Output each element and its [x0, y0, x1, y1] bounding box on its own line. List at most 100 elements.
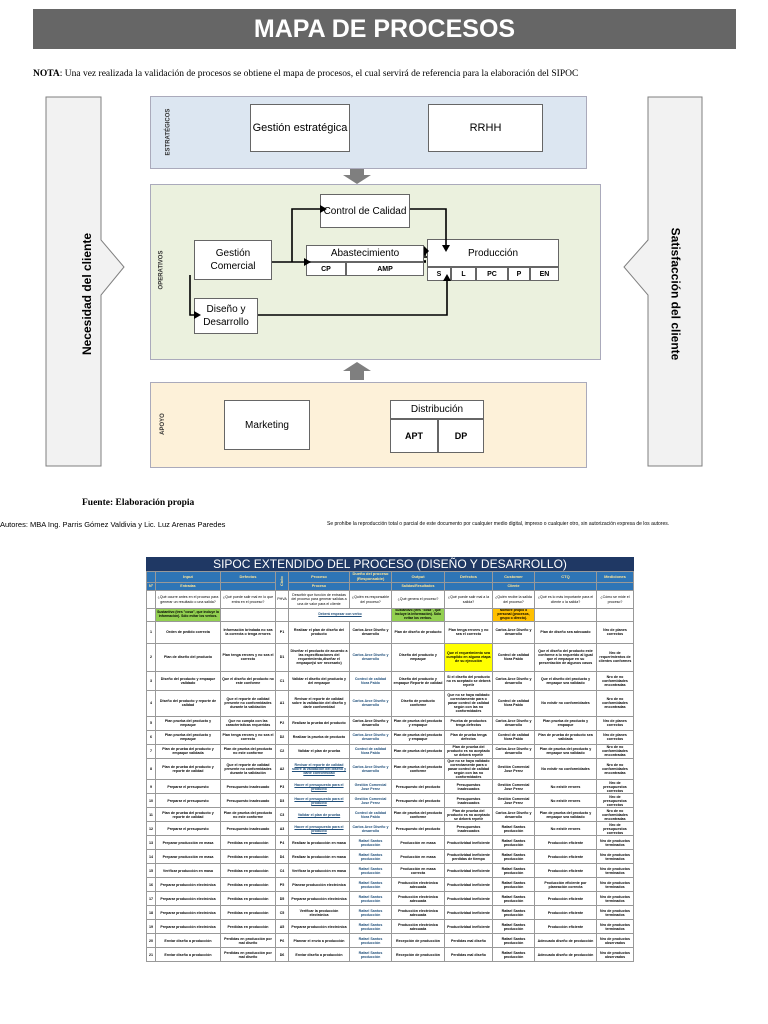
table-cell: Que el diseño del producto y empaque sea… [534, 670, 597, 691]
table-cell: Rafael Santos producción [349, 919, 392, 935]
table-cell: 7 [146, 743, 156, 759]
question-cell: Describir que función de entradas del pr… [288, 590, 350, 609]
table-cell: Plan de prueba del producto [391, 743, 445, 759]
table-cell: Carlos Arce Diseño y desarrollo [492, 715, 535, 731]
table-cell: Carlos Arce Diseño y desarrollo [349, 715, 392, 731]
table-cell: Planear producción electrónica [288, 877, 350, 893]
table-cell: Rafael Santos producción [492, 905, 535, 921]
sipoc-question-row: ¿Qué ocurre antes en el proceso para gen… [146, 590, 634, 609]
table-cell: Enviar diseño a producción [155, 933, 221, 949]
table-cell: D1 [275, 642, 289, 672]
table-cell: Plan de prueba del producto y empaque [391, 729, 445, 745]
header-cell: Ciclo [275, 571, 289, 591]
prod-cell-pc: PC [476, 267, 508, 281]
table-cell: Carlos Arce Diseño y desarrollo [492, 670, 535, 691]
table-cell: Nro de planes correctos [596, 715, 634, 731]
table-cell: Productividad ineficiente [444, 919, 493, 935]
up-arrow-icon [343, 362, 371, 380]
table-cell: Rafael Santos producción [349, 905, 392, 921]
left-arrow [44, 95, 134, 468]
table-cell: Perdidas en producción por mal diseño [220, 933, 276, 949]
table-cell: D2 [275, 729, 289, 745]
note-label: NOTA [33, 69, 60, 79]
table-cell: Información brindada no sea la correcta … [220, 620, 276, 644]
rights-notice: Se prohíbe la reproducción total o parci… [327, 521, 670, 527]
table-cell: Planear el envío a producción [288, 933, 350, 949]
table-cell: Realizar la prueba de producto [288, 729, 350, 745]
table-cell: Producción eficiente [534, 835, 597, 851]
table-cell: Adecuado diseño de producción [534, 947, 597, 963]
table-cell: Producción en masa [391, 835, 445, 851]
table-cell: Rafael Santos producción [492, 849, 535, 865]
table-cell: 18 [146, 905, 156, 921]
table-cell: Nro de requerimientos de clientes confor… [596, 642, 634, 672]
table-cell: P4 [275, 835, 289, 851]
table-cell: Rafael Santos producción [349, 877, 392, 893]
subheader-cell [444, 582, 493, 591]
table-cell: Gestión Comercial Jose Perez [492, 793, 535, 809]
notes-cell [596, 608, 634, 622]
authors-line: Autores: MBA Ing. Parris Gómez Valdivia … [0, 520, 226, 529]
strategic-zone-label: ESTRATÉGICOS [165, 108, 172, 156]
table-cell: Plan de prueba del producto y empaque se… [534, 807, 597, 823]
table-cell: Plan tenga errores y no sea el correcto [220, 642, 276, 672]
table-cell: Productividad ineficiente [444, 905, 493, 921]
table-cell: Que el diseño del producto no este confo… [220, 670, 276, 691]
table-cell: Carlos Arce Diseño y desarrollo [349, 642, 392, 672]
table-cell: Carlos Arce Diseño y desarrollo [349, 620, 392, 644]
table-cell: Nro de no conformidades encontradas [596, 743, 634, 759]
table-cell: Diseño del producto y reporte de calidad [155, 689, 221, 717]
amp-cell: AMP [346, 262, 424, 276]
table-cell: Perdidas en producción [220, 891, 276, 907]
table-cell: Productividad ineficiente [444, 891, 493, 907]
table-cell: Rafael Santos producción [492, 891, 535, 907]
table-cell: Nro de productos terminados [596, 905, 634, 921]
table-cell: Preparar producción en masa [155, 849, 221, 865]
table-cell: Rafael Santos producción [349, 933, 392, 949]
table-cell: 2 [146, 642, 156, 672]
table-cell: Control de calidad Nora Pablo [349, 670, 392, 691]
header-cell: CTQ [534, 571, 597, 583]
table-cell: 20 [146, 933, 156, 949]
table-cell: Producción eficiente [534, 863, 597, 879]
table-cell: Enviar diseño a producción [288, 947, 350, 963]
table-cell: Adecuado diseño de producción [534, 933, 597, 949]
table-cell: Revisar el reporte de calidad sobre la v… [288, 689, 350, 717]
table-cell: Presupuesto del producto [391, 779, 445, 795]
subheader-cell [534, 582, 597, 591]
table-cell: Nro de presupuestos correctos [596, 821, 634, 837]
table-cell: Perdidas en producción [220, 905, 276, 921]
table-cell: Validar el diseño del producto y del emp… [288, 670, 350, 691]
table-cell: P5 [275, 877, 289, 893]
table-cell: Realizar el plan de diseño del producto [288, 620, 350, 644]
table-cell: Gestión Comercial Jose Perez [492, 779, 535, 795]
table-cell: Carlos Arce Diseño y desarrollo [492, 807, 535, 823]
table-cell: Plan tenga errores y no sea el correcto [220, 729, 276, 745]
table-cell: 17 [146, 891, 156, 907]
table-cell: Presupuesto inadecuado [220, 821, 276, 837]
gestion-estrategica-box: Gestión estratégica [250, 104, 350, 152]
table-cell: Plan prueba de producto y empaque [534, 715, 597, 731]
table-cell: Plan tenga errores y no sea el correcto [444, 620, 493, 644]
table-cell: Nro de productos terminados [596, 877, 634, 893]
header-cell: Defectos [444, 571, 493, 583]
table-cell: Rafael Santos producción [492, 919, 535, 935]
table-cell: Nro de productos observados [596, 947, 634, 963]
table-cell: Revisar el reporte de calidad sobre la v… [288, 757, 350, 781]
table-cell: Nro de productos terminados [596, 891, 634, 907]
table-cell: Nro de productos terminados [596, 919, 634, 935]
table-cell: Carlos Arce Diseño y desarrollo [349, 757, 392, 781]
header-cell: Input [155, 571, 221, 583]
table-cell: Productividad ineficiente [444, 877, 493, 893]
table-cell: Rafael Santos producción [349, 891, 392, 907]
left-arrow-label: Necesidad del cliente [80, 232, 95, 356]
table-cell: Hacer el presupuesto para el producto [288, 793, 350, 809]
table-cell: Perdidas en producción [220, 919, 276, 935]
